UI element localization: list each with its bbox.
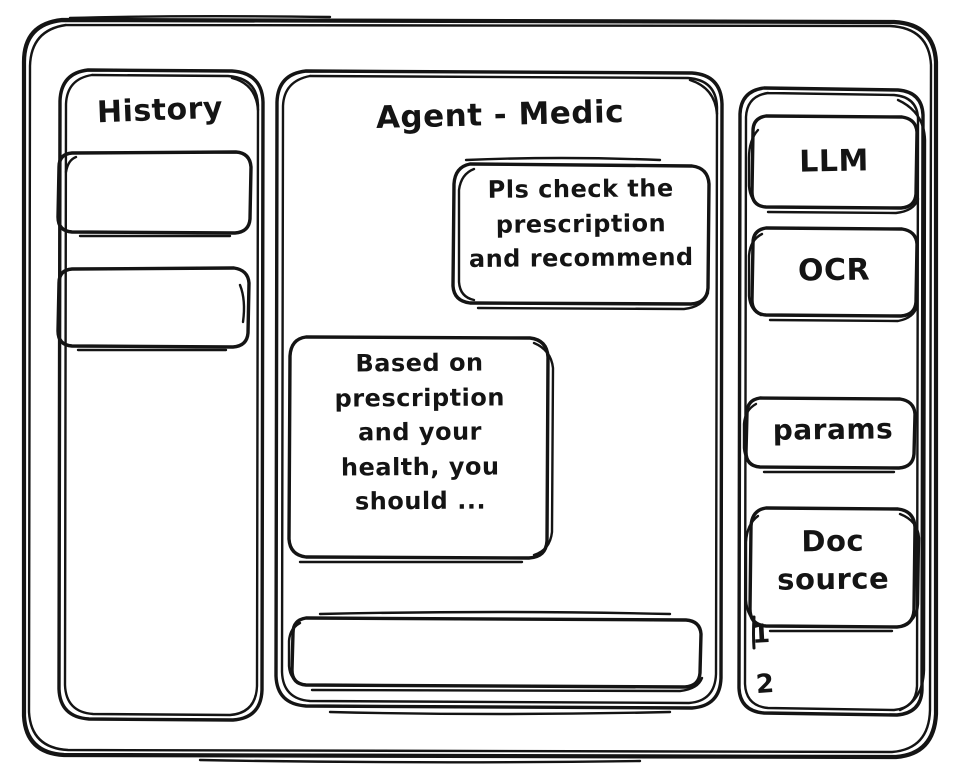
doc-item-1-leader	[752, 615, 756, 650]
user-message-bubble	[451, 156, 711, 311]
assistant-message-bubble	[287, 335, 555, 564]
tool-button-llm-outline[interactable]	[747, 114, 920, 215]
history-item-2-outline	[56, 266, 251, 352]
history-panel-title: History	[96, 90, 224, 131]
tool-button-llm-label[interactable]: LLM	[798, 143, 870, 180]
params-button-outline[interactable]	[742, 396, 917, 474]
window-frame	[21, 15, 939, 764]
user-message-text: Pls check the prescription and recommend	[468, 174, 694, 274]
doc-source-label[interactable]: Doc source	[777, 523, 890, 597]
history-panel-outline	[57, 68, 265, 722]
assistant-message-text: Based on prescription and your health, y…	[334, 348, 506, 516]
doc-source-item-1[interactable]: 1	[751, 618, 772, 650]
agent-panel-outline	[274, 69, 724, 716]
tool-button-ocr-outline[interactable]	[747, 226, 919, 323]
params-button-label[interactable]: params	[772, 412, 894, 447]
tool-button-ocr-label[interactable]: OCR	[797, 252, 871, 289]
doc-source-item-2[interactable]: 2	[754, 668, 776, 701]
composer-input-outline[interactable]	[287, 610, 704, 693]
tools-panel-outline	[737, 86, 927, 717]
history-item-1-outline	[56, 150, 253, 238]
